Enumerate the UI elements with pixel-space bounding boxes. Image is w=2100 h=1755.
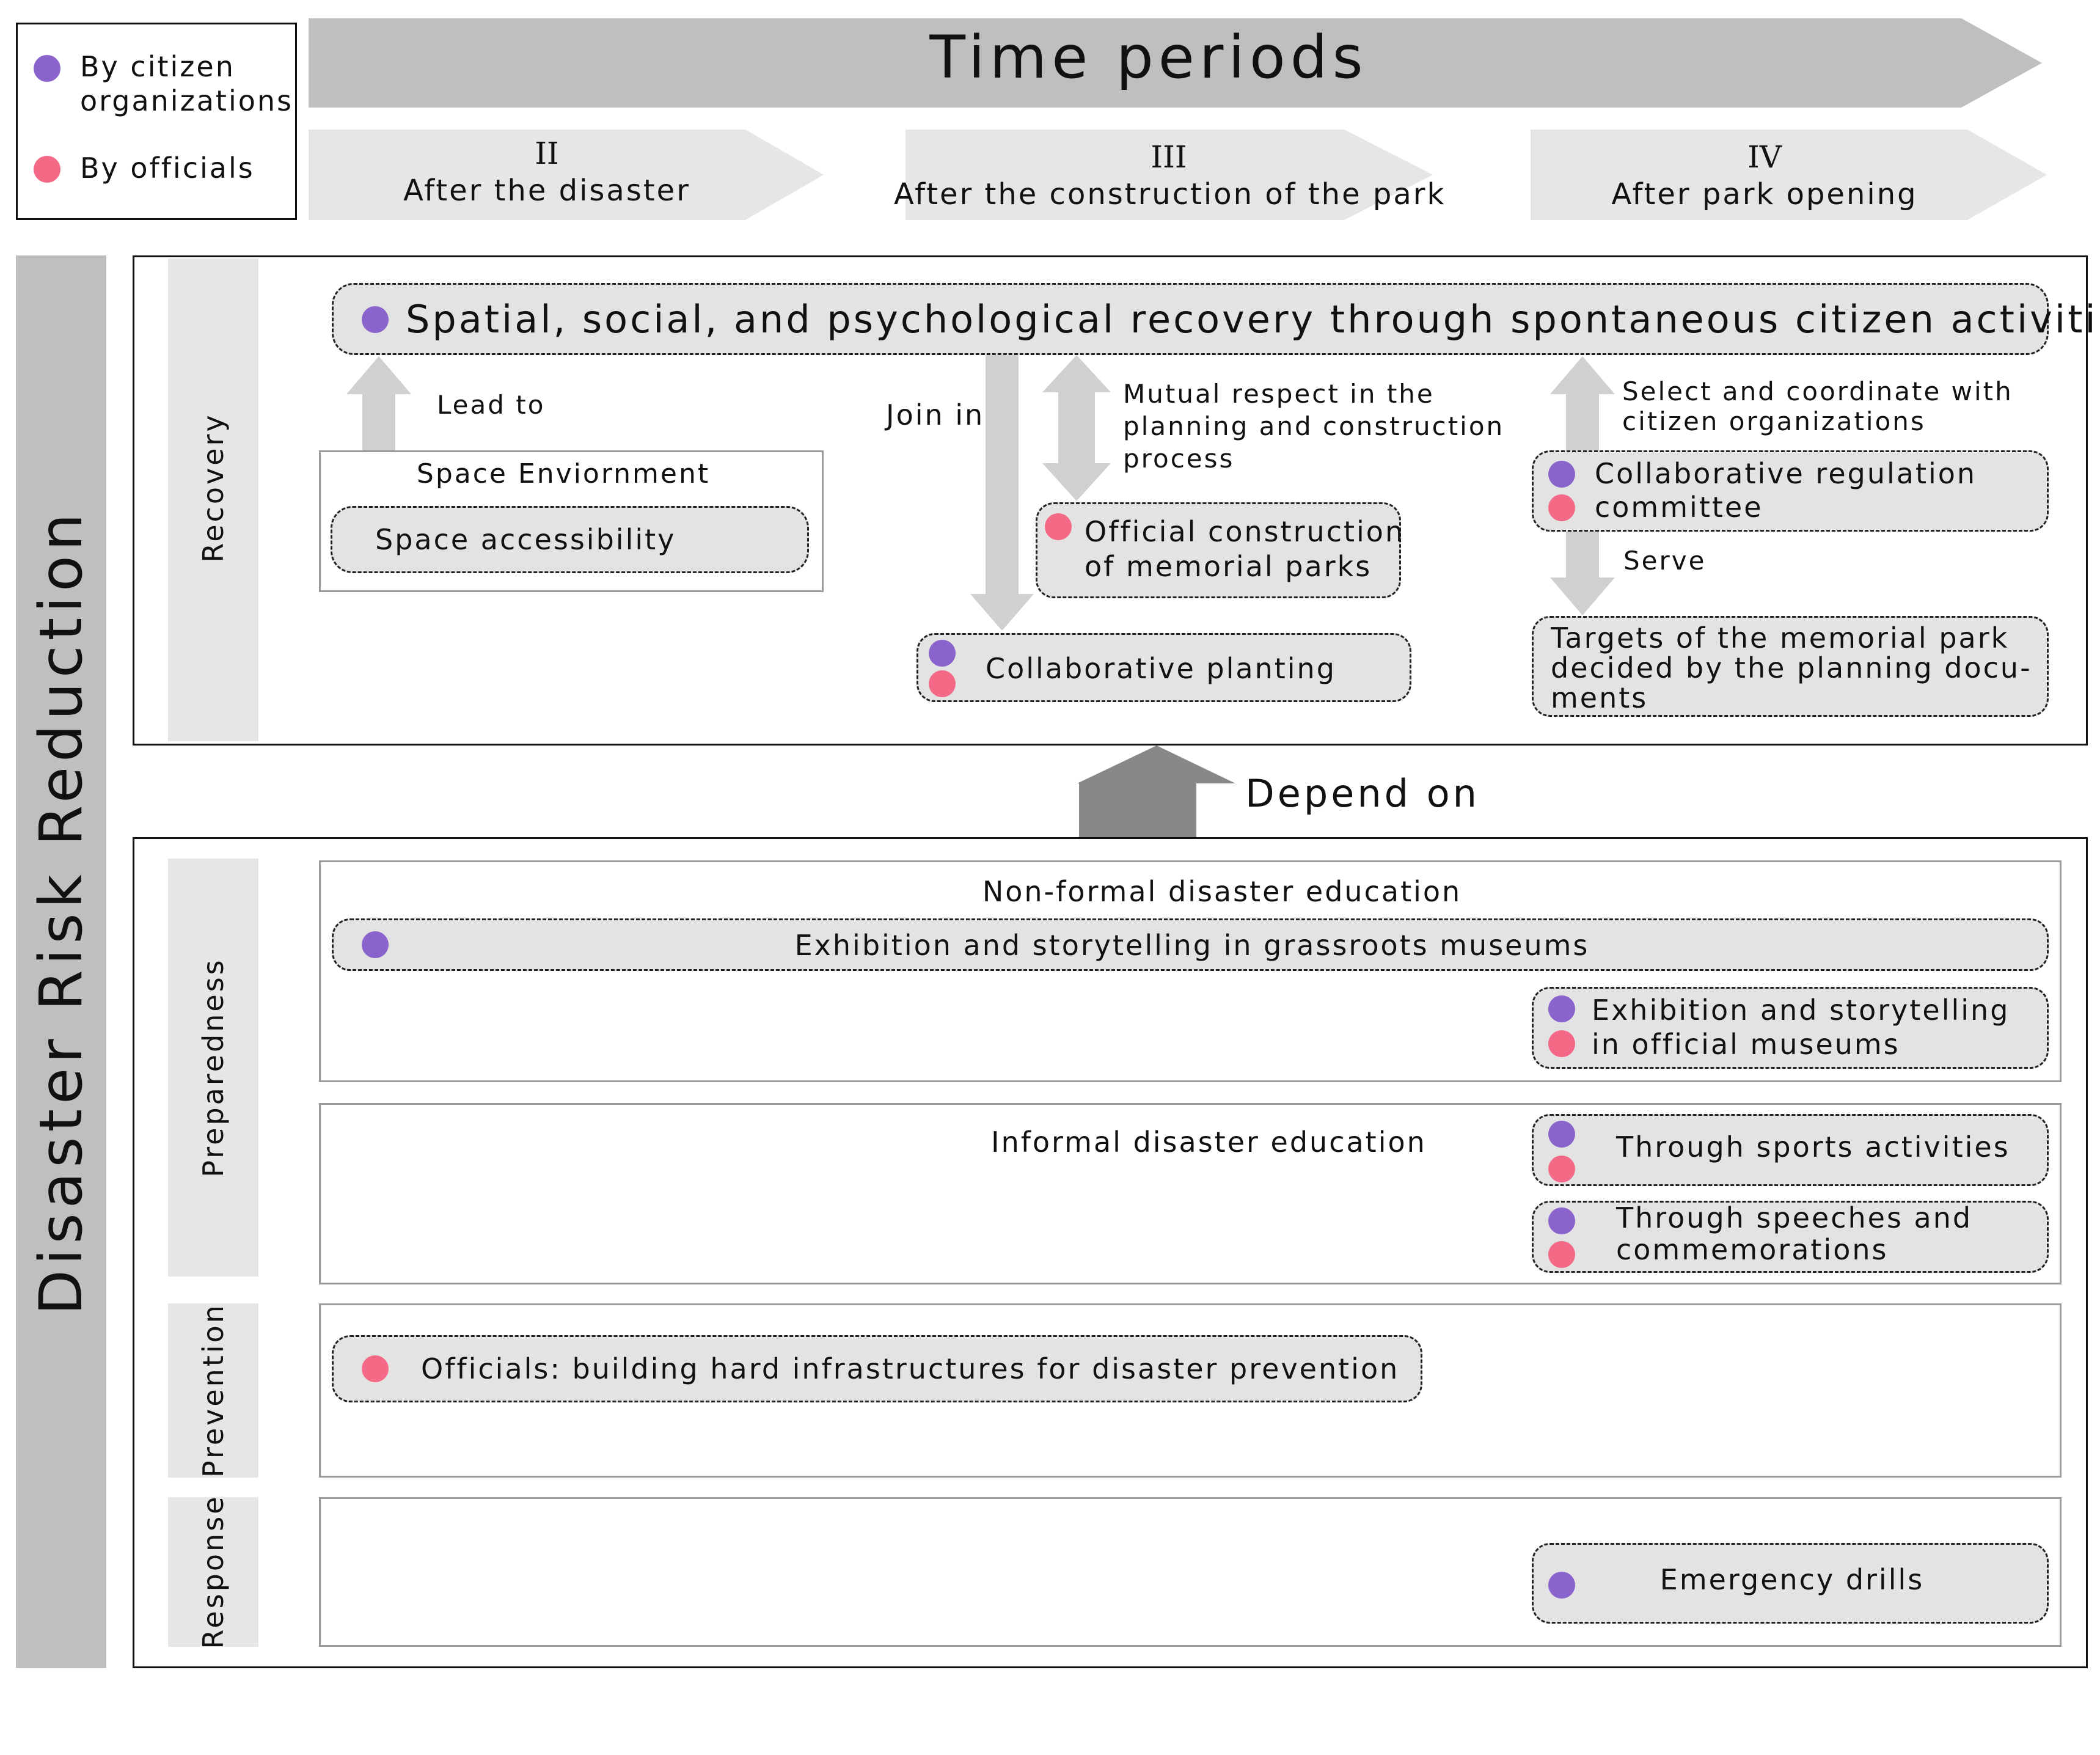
nonformal-education-title: Non-formal disaster education: [982, 875, 1462, 908]
officials-dot: [1548, 1030, 1575, 1057]
depend-on-arrow: [1077, 746, 1235, 837]
citizen-dot: [362, 931, 389, 958]
speeches-line2: commemorations: [1616, 1233, 1889, 1266]
response-row-label: Response: [197, 1494, 230, 1649]
citizen-dot: [1548, 1572, 1575, 1599]
targets-box: Targets of the memorial park decided by …: [1532, 616, 2049, 717]
mutual-respect-line1: Mutual respect in the: [1123, 379, 1435, 409]
sports-activities-box: Through sports activities: [1532, 1114, 2049, 1186]
informal-education-title: Informal disaster education: [991, 1126, 1427, 1159]
citizen-dot: [362, 306, 389, 333]
hard-infrastructure-text: Officials: building hard infrastructures…: [421, 1352, 1400, 1385]
phase-4-numeral: IV: [1747, 139, 1782, 175]
phase-4-label: After park opening: [1611, 177, 1918, 211]
officials-dot: [1548, 494, 1575, 521]
select-coordinate-line2: citizen organizations: [1622, 406, 1926, 436]
prevention-label-column: [168, 1303, 258, 1478]
speeches-line1: Through speeches and: [1616, 1201, 1973, 1234]
official-museums-box: Exhibition and storytelling in official …: [1532, 987, 2049, 1069]
citizen-dot: [1548, 461, 1575, 488]
mutual-respect-line2: planning and construction: [1123, 411, 1505, 441]
phase-3-numeral: III: [1151, 139, 1187, 175]
space-accessibility-box: Space accessibility: [331, 506, 809, 573]
preparedness-label-column: [168, 859, 258, 1277]
targets-line3: ments: [1551, 681, 1648, 714]
citizen-dot: [1548, 995, 1575, 1022]
informal-education-box: [319, 1103, 2062, 1284]
phase-2-numeral: II: [535, 136, 559, 171]
space-environment-title: Space Enviornment: [416, 458, 711, 489]
serve-label: Serve: [1623, 546, 1707, 576]
speeches-commemorations-box: Through speeches and commemorations: [1532, 1201, 2049, 1273]
space-environment-box: [319, 450, 824, 592]
citizen-dot: [1548, 1121, 1575, 1148]
officials-legend-dot: [34, 156, 60, 183]
space-accessibility-text: Space accessibility: [375, 523, 676, 556]
officials-dot: [1548, 1156, 1575, 1182]
citizen-legend-dot: [34, 55, 60, 82]
depend-on-label: Depend on: [1245, 771, 1480, 816]
phase-3-label: After the construction of the park: [894, 177, 1446, 211]
legend-citizen-line2: organizations: [80, 84, 293, 117]
citizen-dot: [929, 640, 956, 667]
regulation-committee-line2: committee: [1595, 491, 1763, 524]
phase-arrow-2: [309, 130, 2047, 220]
grassroots-museums-box: Exhibition and storytelling in grassroot…: [332, 918, 2049, 971]
join-in-label: Join in: [886, 398, 985, 431]
phase-2-label: After the disaster: [403, 174, 690, 208]
grassroots-museums-text: Exhibition and storytelling in grassroot…: [794, 929, 1590, 962]
drr-sidebar: [16, 255, 106, 1668]
official-museums-line2: in official museums: [1592, 1028, 1900, 1061]
recovery-arrows: [346, 355, 1615, 631]
time-periods-title: Time periods: [929, 23, 1368, 92]
targets-line2: decided by the planning docu-: [1551, 651, 2032, 684]
recovery-panel: [133, 255, 2088, 746]
officials-dot: [929, 670, 956, 697]
officials-dot: [1548, 1241, 1575, 1268]
official-construction-box: Official construction of memorial parks: [1036, 502, 1403, 598]
lower-panel: [133, 837, 2088, 1668]
officials-dot: [1045, 513, 1072, 540]
legend: By citizen organizations By officials: [16, 23, 297, 220]
emergency-drills-text: Emergency drills: [1659, 1563, 1925, 1596]
legend-officials-label: By officials: [80, 152, 255, 185]
targets-line1: Targets of the memorial park: [1551, 621, 2010, 654]
collaborative-planting-box: Collaborative planting: [916, 633, 1411, 702]
lead-to-label: Lead to: [437, 390, 546, 420]
response-label-column: [168, 1497, 258, 1647]
emergency-drills-box: Emergency drills: [1532, 1543, 2049, 1624]
official-construction-line1: Official construction: [1085, 515, 1405, 548]
citizen-dot: [1548, 1207, 1575, 1234]
response-box: [319, 1497, 2062, 1647]
official-museums-line1: Exhibition and storytelling: [1592, 994, 2010, 1027]
legend-citizen-line1: By citizen: [80, 50, 235, 83]
regulation-committee-box: Collaborative regulation committee: [1532, 450, 2049, 532]
time-periods-arrow: [309, 18, 2042, 108]
recovery-main-text: Spatial, social, and psychological recov…: [406, 297, 2100, 342]
officials-dot: [362, 1355, 389, 1382]
recovery-label-column: [168, 258, 258, 741]
official-construction-line2: of memorial parks: [1085, 550, 1372, 583]
collaborative-planting-text: Collaborative planting: [986, 652, 1336, 685]
sports-activities-text: Through sports activities: [1616, 1130, 2010, 1163]
hard-infrastructure-box: Officials: building hard infrastructures…: [332, 1335, 1422, 1402]
prevention-box: [319, 1303, 2062, 1478]
preparedness-row-label: Preparedness: [197, 958, 230, 1178]
nonformal-education-box: [319, 860, 2062, 1082]
mutual-respect-line3: process: [1123, 444, 1235, 474]
regulation-committee-line1: Collaborative regulation: [1595, 457, 1977, 490]
select-coordinate-line1: Select and coordinate with: [1622, 376, 2013, 406]
recovery-main-box: Spatial, social, and psychological recov…: [332, 283, 2100, 355]
